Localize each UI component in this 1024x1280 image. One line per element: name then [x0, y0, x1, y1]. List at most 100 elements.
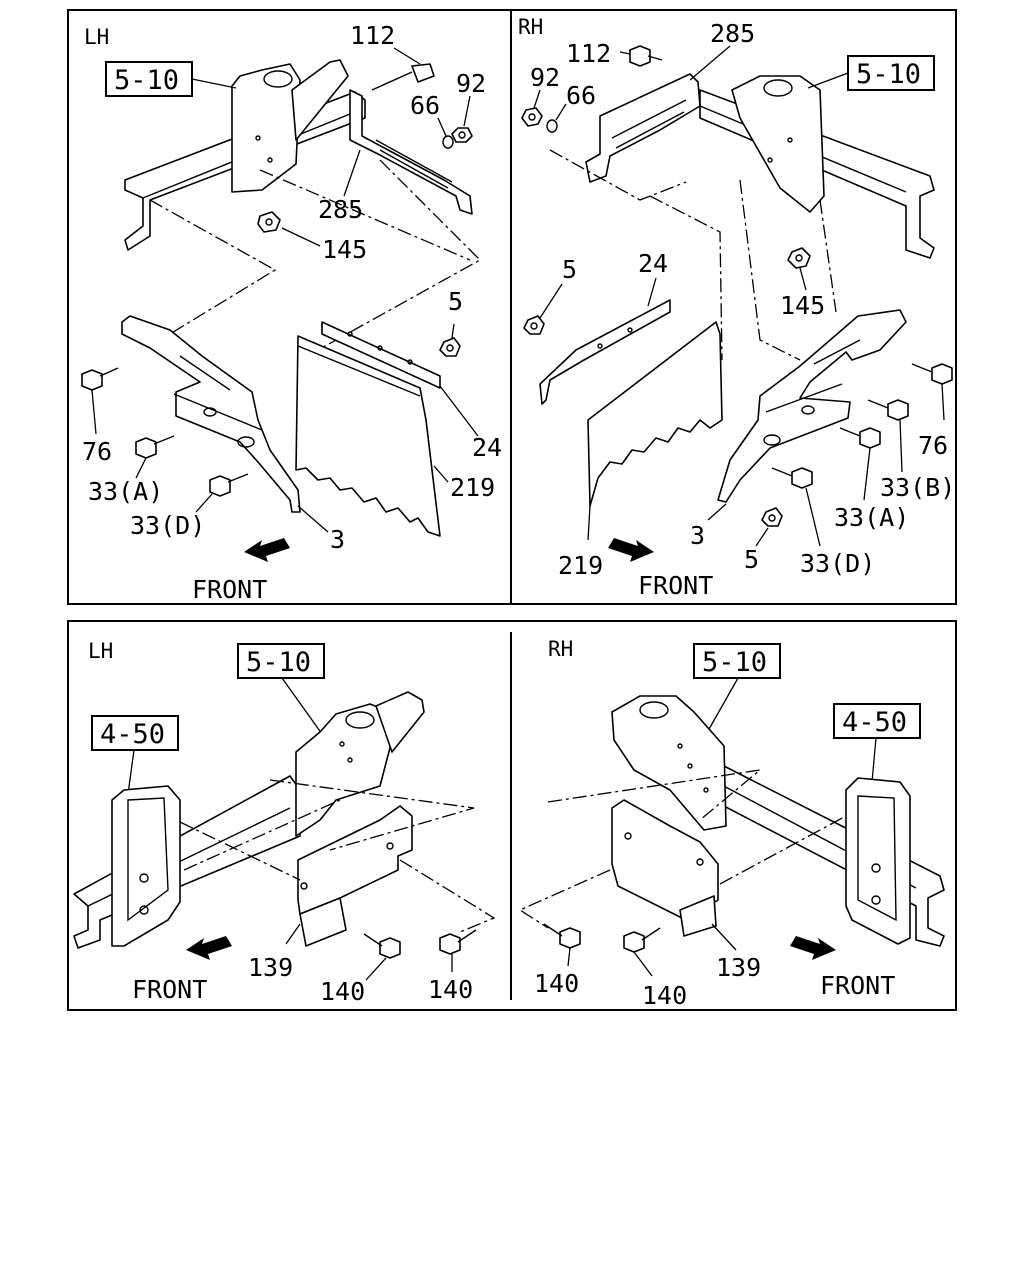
nut-5a-rh: [523, 283, 563, 335]
strip-24-rh: [539, 277, 671, 405]
bottom-panel-frame: [67, 620, 957, 1011]
nut-92-rh: [521, 89, 543, 127]
front-arrow-rh: [608, 538, 654, 562]
label-5a-rh: 5: [562, 255, 577, 284]
label-112-rh: 112: [566, 39, 611, 68]
bracket-285-lh: [349, 89, 473, 215]
assembly-line-1: [149, 199, 277, 341]
assembly-line-bottom-lh-1: [179, 821, 301, 881]
assembly-line-bottom-rh-2: [719, 815, 847, 885]
svg-text:4-50: 4-50: [842, 707, 907, 738]
label-112: 112: [350, 21, 395, 50]
mud-flap-219-lh: [295, 335, 449, 537]
bolt-33d-rh: [771, 467, 821, 547]
assembly-line-bottom-lh-2: [183, 799, 341, 871]
top-rh-panel: RH 5-10 285: [518, 15, 955, 600]
assembly-line-bottom-rh-3: [518, 869, 611, 929]
bracket-139-lh: [285, 805, 413, 947]
washer-66-rh: [546, 103, 567, 133]
label-285: 285: [318, 195, 363, 224]
front-arrow-bottom-lh: [186, 936, 232, 960]
frame-bracket-bottom-rh: [611, 695, 727, 831]
svg-text:5-10: 5-10: [856, 59, 921, 90]
mud-flap-219-rh: [587, 321, 723, 541]
bolt-140a-rh: [543, 923, 581, 967]
frame-rail-bottom-lh: [73, 775, 301, 949]
label-33b-rh: 33(B): [880, 473, 955, 502]
nut-145-rh: [787, 247, 811, 291]
label-66-rh: 66: [566, 81, 596, 110]
crossmember-4-50-lh: [111, 785, 181, 947]
nut-5b-rh: [755, 507, 783, 547]
bolt-33b-rh: [867, 399, 909, 473]
svg-text:5-10: 5-10: [246, 647, 311, 678]
ref-box-5-10-lh: 5-10: [105, 61, 237, 97]
label-5: 5: [448, 287, 463, 316]
crossmember-4-50-rh: [845, 777, 911, 945]
label-140a-rh: 140: [534, 969, 579, 998]
bottom-lh-panel: LH 5-10 4-50: [73, 639, 496, 1006]
label-92-rh: 92: [530, 63, 560, 92]
label-140a-lh: 140: [320, 977, 365, 1006]
ref-box-5-10-bottom-lh: 5-10: [237, 643, 325, 735]
label-33a-rh: 33(A): [834, 503, 909, 532]
bolt-33a-lh: [135, 435, 175, 479]
label-139-lh: 139: [248, 953, 293, 982]
front-label-bottom-lh: FRONT: [132, 975, 207, 1004]
bolt-33a-rh: [839, 427, 881, 501]
label-33a: 33(A): [88, 477, 163, 506]
label-145: 145: [322, 235, 367, 264]
nut-145-lh: [257, 211, 321, 247]
label-24: 24: [472, 433, 502, 462]
washer-66-lh: [437, 117, 454, 149]
top-lh-panel: LH 5-10 1: [81, 21, 502, 604]
front-arrow-lh: [244, 538, 290, 562]
ref-box-5-10-bottom-rh: 5-10: [693, 643, 781, 739]
label-139-rh: 139: [716, 953, 761, 982]
bolt-112-lh: [371, 47, 435, 91]
label-5b-rh: 5: [744, 545, 759, 574]
assembly-line-2: [299, 159, 482, 361]
front-label-bottom-rh: FRONT: [820, 971, 895, 1000]
label-145-rh: 145: [780, 291, 825, 320]
assembly-line-rh-3: [739, 179, 801, 361]
side-label-bottom-lh: LH: [88, 639, 113, 663]
label-219-rh: 219: [558, 551, 603, 580]
bolt-140b-rh: [623, 927, 661, 977]
bracket-139-rh: [611, 799, 737, 951]
assembly-line-rh-2: [649, 195, 723, 361]
label-285-rh: 285: [710, 19, 755, 48]
svg-text:5-10: 5-10: [114, 65, 179, 96]
label-76-rh: 76: [918, 431, 948, 460]
label-219: 219: [450, 473, 495, 502]
bottom-rh-panel: RH 5-10 4-50: [518, 637, 945, 1010]
label-66: 66: [410, 91, 440, 120]
svg-text:4-50: 4-50: [100, 719, 165, 750]
frame-bracket-lh: [231, 59, 349, 193]
label-33d: 33(D): [130, 511, 205, 540]
label-24-rh: 24: [638, 249, 668, 278]
label-76: 76: [82, 437, 112, 466]
frame-bracket-rh: [731, 75, 825, 213]
assembly-line-bottom-lh-3: [269, 779, 475, 851]
ref-box-4-50-bottom-rh: 4-50: [833, 703, 921, 783]
side-label-bottom-rh: RH: [548, 637, 573, 661]
ref-box-5-10-rh: 5-10: [807, 55, 935, 91]
front-label-top-lh: FRONT: [192, 575, 267, 604]
frame-bracket-bottom-lh: [295, 691, 425, 837]
bolt-33d-lh: [195, 473, 249, 513]
assembly-line-rh-1: [549, 149, 687, 201]
front-arrow-bottom-rh: [790, 936, 836, 960]
label-140b-lh: 140: [428, 975, 473, 1004]
assembly-line-3: [259, 169, 471, 261]
bolt-140b-lh: [439, 929, 477, 972]
ref-box-4-50-bottom-lh: 4-50: [91, 715, 179, 795]
side-label-rh: RH: [518, 15, 543, 39]
label-140b-rh: 140: [642, 981, 687, 1010]
label-3-rh: 3: [690, 521, 705, 550]
bolt-140a-lh: [363, 933, 401, 981]
bolt-112-rh: [619, 45, 663, 67]
bracket-3-lh: [121, 315, 329, 533]
label-3: 3: [330, 525, 345, 554]
assembly-line-rh-4: [819, 199, 837, 313]
